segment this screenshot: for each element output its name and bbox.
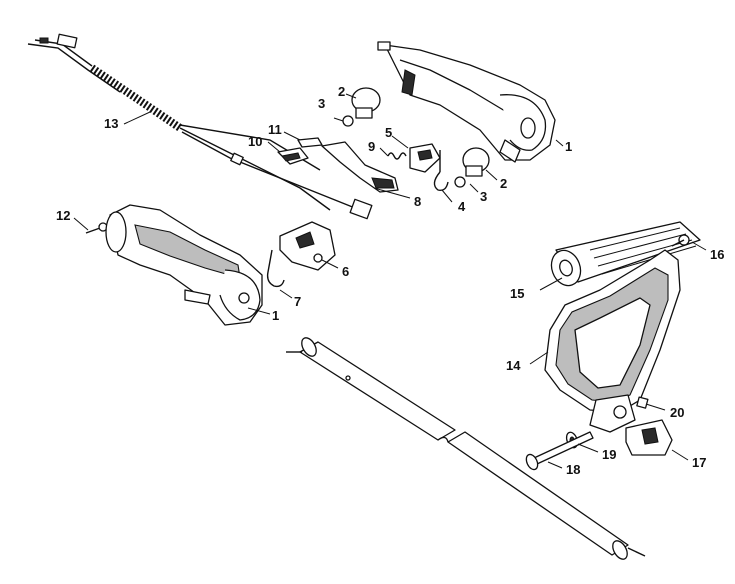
- clamp-upper: [351, 87, 381, 119]
- lever-part-5: [409, 143, 441, 173]
- switch-part-10: [277, 147, 309, 165]
- label-part-11: 11: [268, 122, 282, 137]
- screw-part-12: [85, 222, 108, 234]
- label-part-2-lower: 2: [500, 176, 507, 191]
- label-part-18: 18: [566, 462, 580, 477]
- loop-handle: [544, 249, 681, 433]
- label-part-6: 6: [342, 264, 349, 279]
- label-part-19: 19: [602, 447, 616, 462]
- label-part-3-lower: 3: [480, 189, 487, 204]
- bolt-part-18: [525, 431, 594, 471]
- screw-part-16: [671, 234, 690, 247]
- handle-housing-upper: [377, 41, 556, 163]
- label-part-1-upper: 1: [565, 139, 572, 154]
- contact-part-11: [297, 137, 323, 148]
- label-part-16: 16: [710, 247, 724, 262]
- label-part-5: 5: [385, 125, 392, 140]
- label-part-10: 10: [248, 134, 262, 149]
- label-part-20: 20: [670, 405, 684, 420]
- label-part-14: 14: [506, 358, 521, 373]
- label-part-7: 7: [294, 294, 301, 309]
- screw-lower: [454, 176, 466, 188]
- grip-sleeve: [550, 221, 701, 287]
- drive-tube: [286, 337, 646, 560]
- label-part-3-upper: 3: [318, 96, 325, 111]
- label-part-13: 13: [104, 116, 118, 131]
- label-part-8: 8: [414, 194, 421, 209]
- throttle-trigger: [321, 141, 399, 193]
- nut-part-20: [636, 396, 649, 409]
- label-part-15: 15: [510, 286, 524, 301]
- part-number-labels: 1 2 3 11 10 5 9 2 3 4 8 13 12 6 7 1 15 1…: [56, 84, 724, 477]
- wiring-harness: [27, 33, 373, 220]
- label-part-2-upper: 2: [338, 84, 345, 99]
- spring-part-9: [387, 152, 407, 160]
- clip-part-4: [433, 150, 449, 192]
- label-part-1-lower: 1: [272, 308, 279, 323]
- clamp-part-17: [625, 419, 673, 456]
- trigger-lock-part-6: [279, 221, 336, 271]
- clamp-lower: [462, 147, 490, 177]
- leader-lines: [73, 93, 707, 469]
- screw-upper: [333, 115, 354, 127]
- handle-housing-lower: [105, 204, 263, 326]
- label-part-12: 12: [56, 208, 70, 223]
- label-part-9: 9: [368, 139, 375, 154]
- label-part-17: 17: [692, 455, 706, 470]
- label-part-4: 4: [458, 199, 466, 214]
- spring-part-7: [266, 249, 285, 288]
